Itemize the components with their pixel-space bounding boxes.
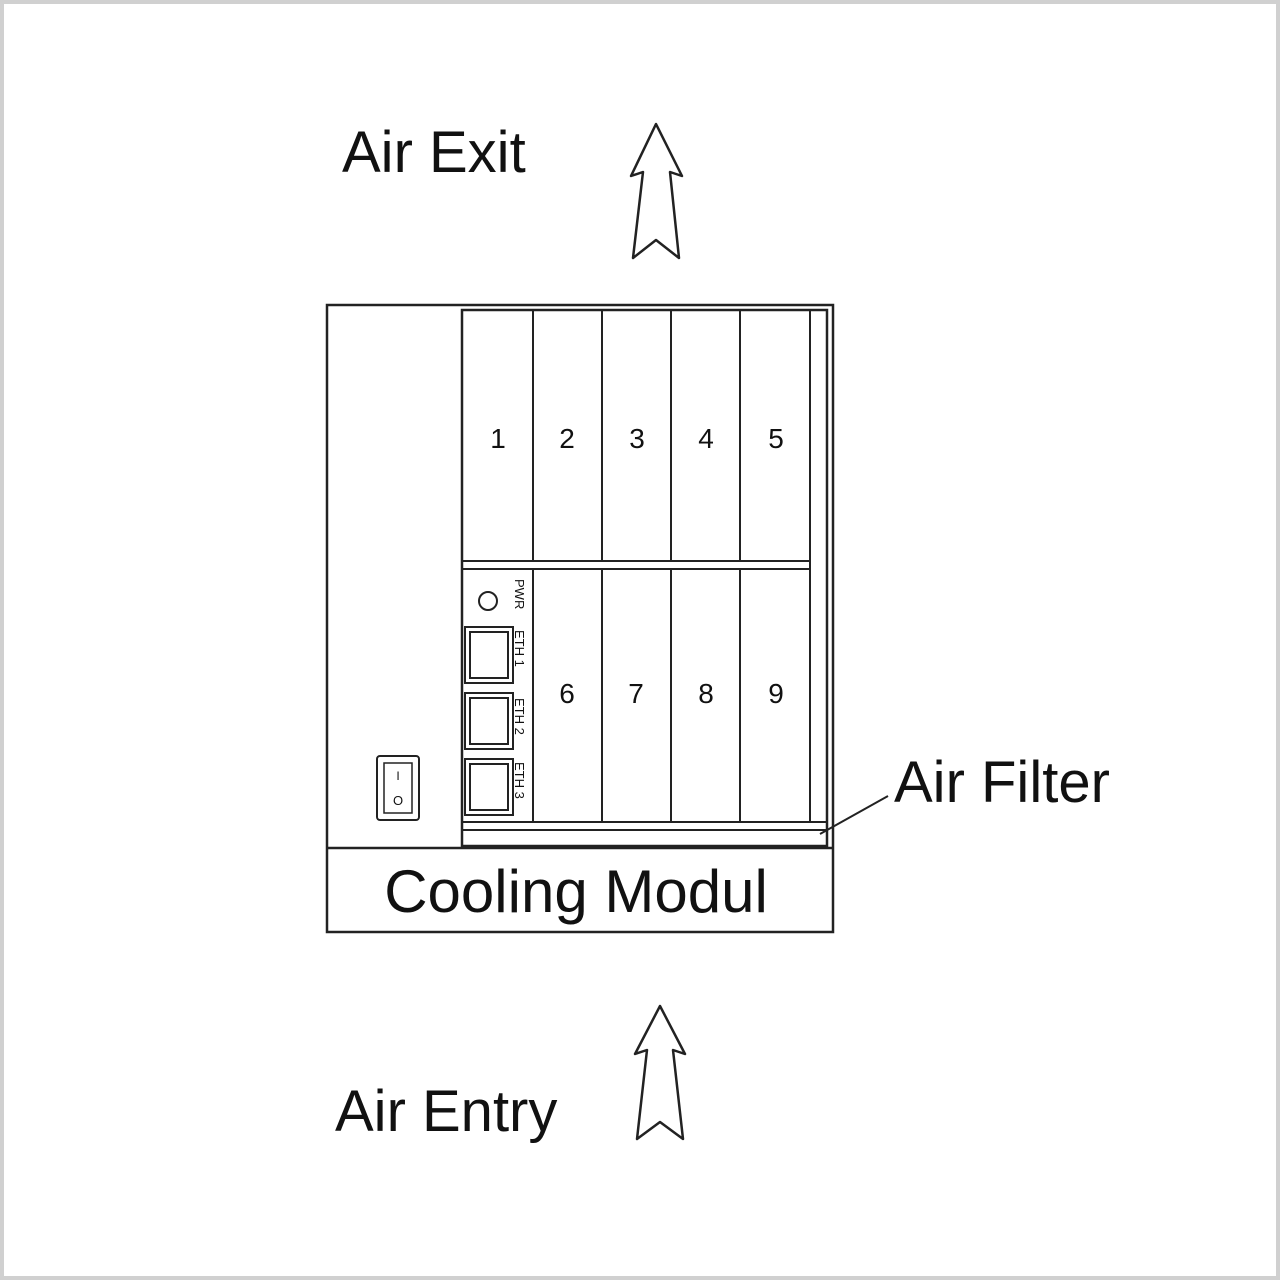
air-entry-arrow-icon bbox=[633, 1004, 687, 1141]
power-switch-off-mark: O bbox=[393, 793, 403, 808]
slot-number-8: 8 bbox=[698, 678, 714, 709]
slot-number-5: 5 bbox=[768, 423, 784, 454]
chassis-outline bbox=[325, 303, 835, 934]
slot-number-6: 6 bbox=[559, 678, 575, 709]
slot-number-4: 4 bbox=[698, 423, 714, 454]
cooling-module-label: Cooling Modul bbox=[384, 858, 768, 925]
air-exit-label: Air Exit bbox=[342, 120, 526, 185]
eth3-label: ETH 3 bbox=[512, 762, 527, 799]
control-panel: PWR ETH 1 ETH 2 ETH 3 bbox=[464, 579, 527, 816]
eth1-label: ETH 1 bbox=[512, 630, 527, 667]
power-switch[interactable]: I O bbox=[376, 755, 420, 821]
pwr-label: PWR bbox=[512, 579, 527, 609]
slot-number-9: 9 bbox=[768, 678, 784, 709]
air-filter-leader-line bbox=[819, 795, 889, 835]
air-filter-label: Air Filter bbox=[894, 750, 1110, 815]
power-switch-on-mark: I bbox=[396, 769, 399, 783]
slot-number-1: 1 bbox=[490, 423, 506, 454]
slot-number-3: 3 bbox=[629, 423, 645, 454]
slot-number-7: 7 bbox=[628, 678, 644, 709]
power-switch-rocker bbox=[383, 762, 413, 814]
air-entry-label: Air Entry bbox=[335, 1079, 557, 1144]
slot-number-2: 2 bbox=[559, 423, 575, 454]
eth1-port[interactable] bbox=[469, 631, 509, 679]
slot-area-frame bbox=[460, 308, 829, 848]
eth3-port[interactable] bbox=[469, 763, 509, 811]
eth2-port[interactable] bbox=[469, 697, 509, 745]
pwr-led-icon bbox=[478, 591, 498, 611]
air-exit-arrow-icon bbox=[629, 122, 684, 260]
eth2-label: ETH 2 bbox=[512, 698, 527, 735]
